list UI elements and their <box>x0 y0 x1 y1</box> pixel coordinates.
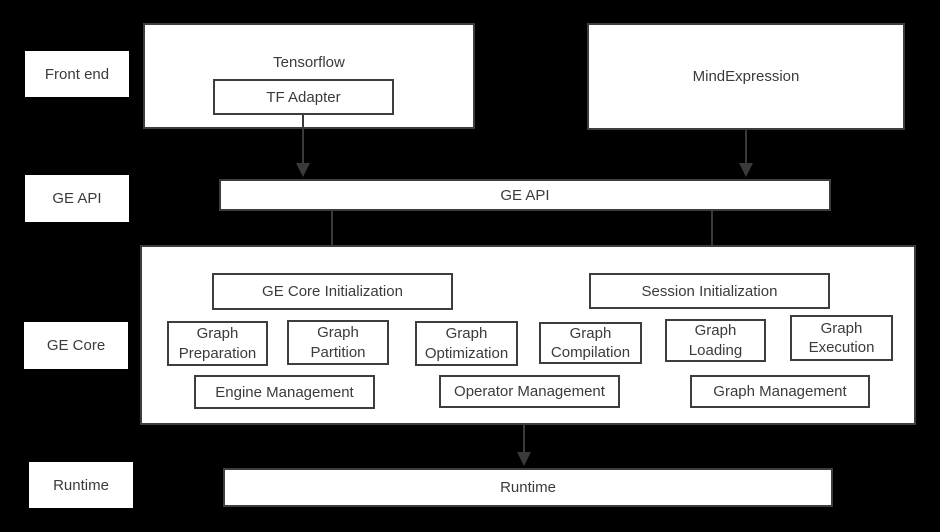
box-graph-preparation: Graph Preparation <box>167 321 268 366</box>
arrow-shaft <box>331 211 333 260</box>
side-label-runtime: Runtime <box>29 462 133 508</box>
box-label-line1: Graph <box>196 325 239 342</box>
tensorflow-title: Tensorflow <box>273 54 345 71</box>
box-session-initialization: Session Initialization <box>589 273 830 309</box>
box-ge-core-initialization: GE Core Initialization <box>212 273 453 310</box>
box-label-line2: Loading <box>688 341 743 359</box>
box-graph-partition: Graph Partition <box>287 320 389 365</box>
arrow-shaft <box>711 211 713 260</box>
box-label-line1: Graph <box>569 324 612 342</box>
box-graph-execution: Graph Execution <box>790 315 893 361</box>
runtime-bar: Runtime <box>223 468 833 507</box>
box-label-line1: Graph <box>694 322 737 339</box>
box-label-line1: Graph <box>317 324 359 341</box>
arrow-head-icon <box>739 163 753 177</box>
arrow-shaft <box>745 130 747 165</box>
box-label-line2: Preparation <box>178 344 257 362</box>
side-label-ge-core: GE Core <box>24 322 128 369</box>
arrow-tf-adapter-to-ge-api <box>296 115 310 177</box>
box-graph-loading: Graph Loading <box>665 319 766 362</box>
tensorflow-box: Tensorflow TF Adapter <box>143 23 475 129</box>
box-label-line2: Execution <box>808 339 875 356</box>
box-graph-compilation: Graph Compilation <box>539 322 642 364</box>
arrow-head-icon <box>517 452 531 466</box>
box-graph-management: Graph Management <box>690 375 870 408</box>
side-label-ge-api: GE API <box>25 175 129 222</box>
box-label-line2: Compilation <box>550 344 631 361</box>
arrow-ge-core-to-runtime <box>517 425 531 466</box>
side-label-front-end: Front end <box>25 51 129 97</box>
box-graph-optimization: Graph Optimization <box>415 321 518 366</box>
arrow-mindexpression-to-ge-api <box>739 130 753 177</box>
ge-api-bar: GE API <box>219 179 831 211</box>
box-label-line1: Graph <box>445 325 488 342</box>
box-label-line2: Partition <box>310 343 366 361</box>
arrow-shaft <box>523 425 525 454</box>
mindexpression-box: MindExpression <box>587 23 905 130</box>
arrow-shaft <box>302 115 304 165</box>
arrow-head-icon <box>296 163 310 177</box>
box-label-line1: Graph <box>820 319 863 337</box>
box-operator-management: Operator Management <box>439 375 620 408</box>
box-label-line2: Optimization <box>424 344 509 362</box>
box-engine-management: Engine Management <box>194 375 375 409</box>
tf-adapter-box: TF Adapter <box>213 79 394 115</box>
